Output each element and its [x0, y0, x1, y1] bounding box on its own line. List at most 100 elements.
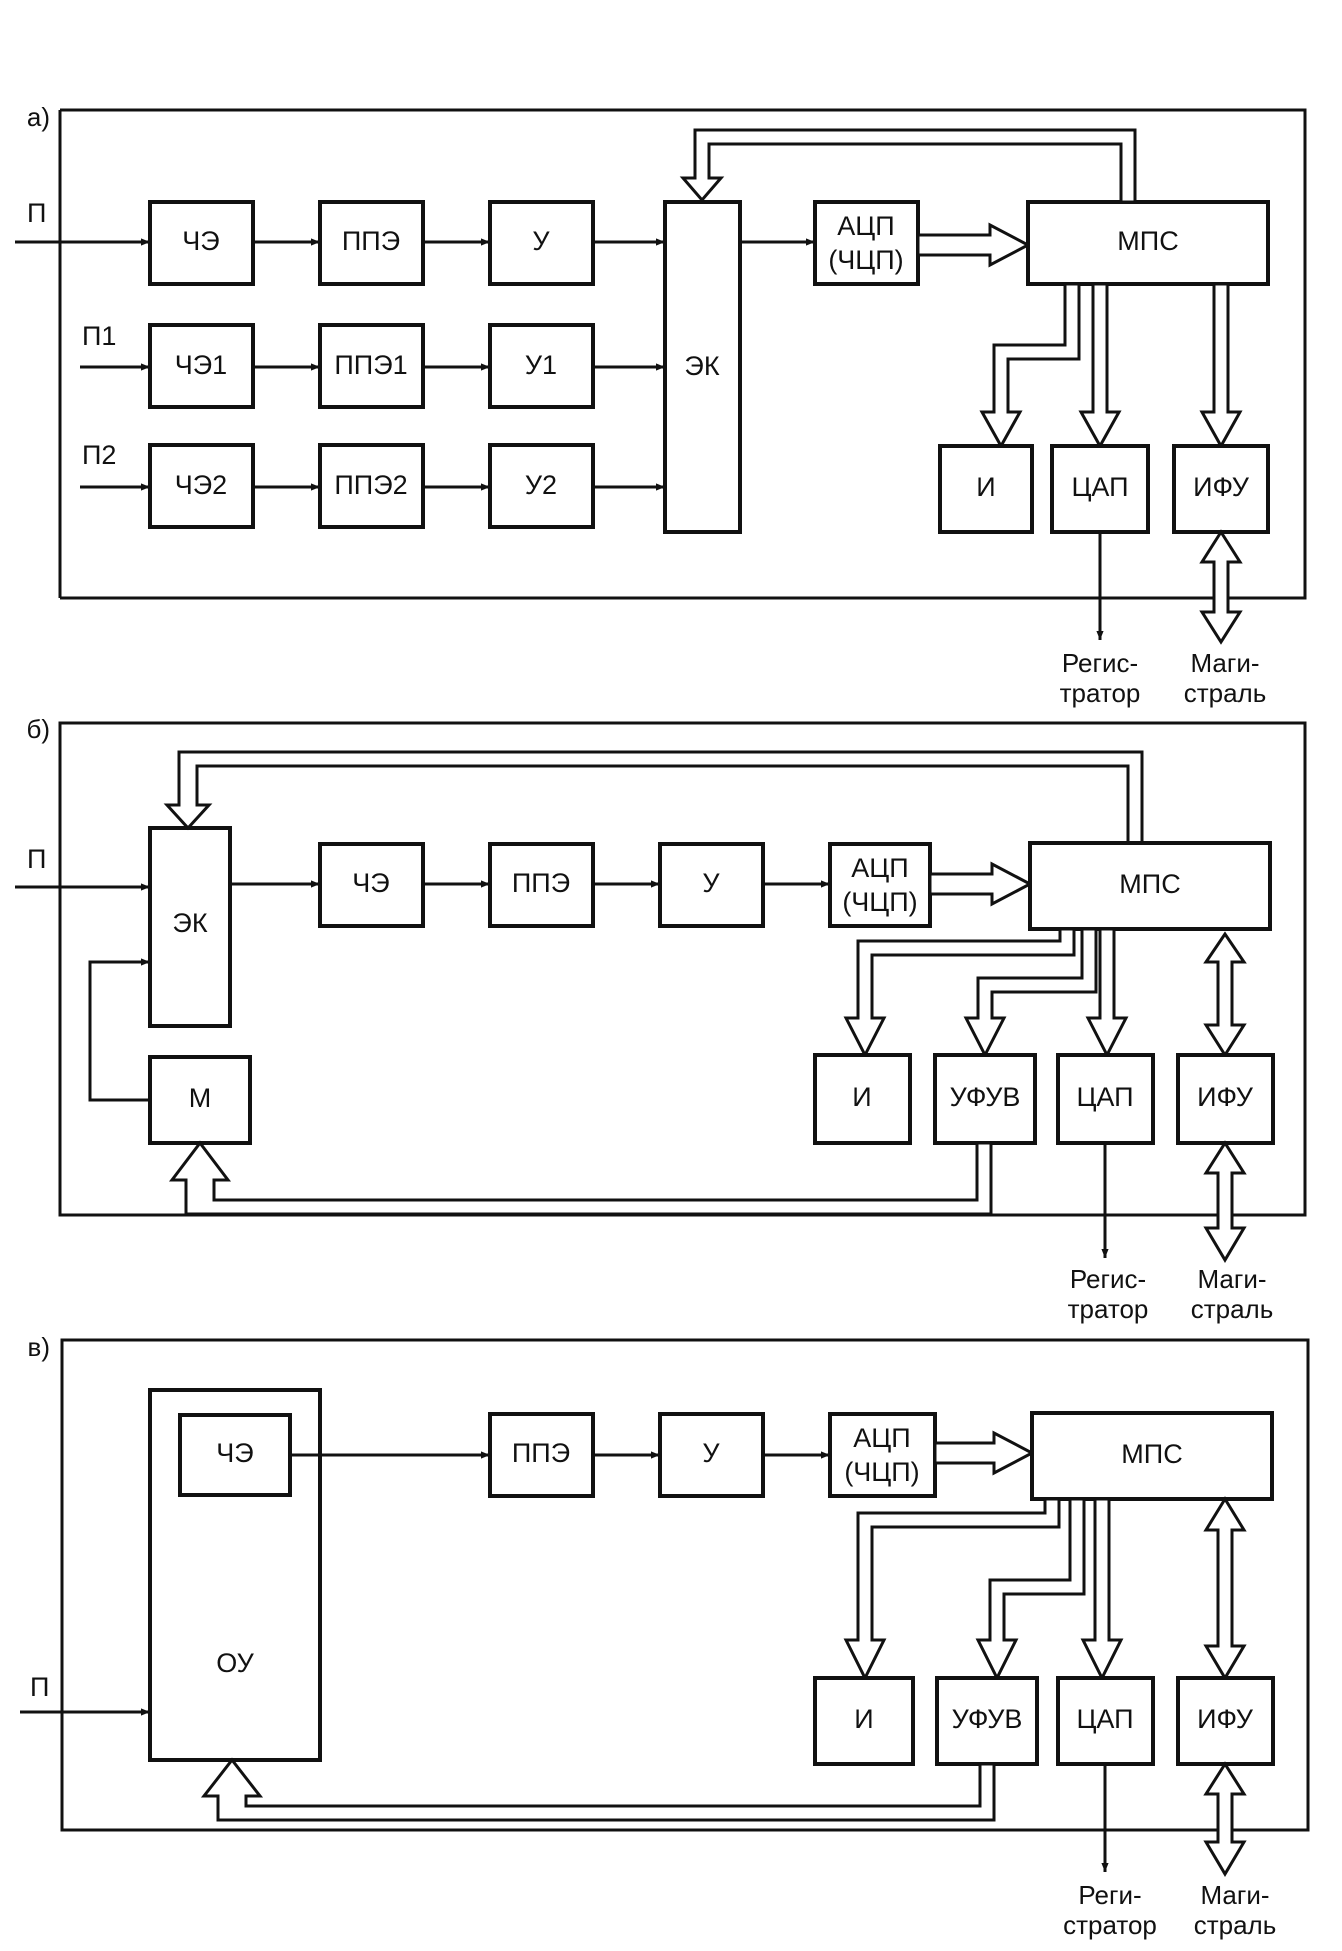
mps-to-dac-bus-arrow [1078, 282, 1122, 450]
sensing-element-label-b: ЧЭ [352, 868, 389, 898]
commutator-label-b: ЭК [172, 908, 207, 938]
mps-to-dac-bus-arrow-c [1080, 1497, 1124, 1682]
panel-c: в) ОУ ЧЭ П ППЭ У АЦП (ЧЦП) МПС И [20, 1332, 1310, 1940]
indicator-label: И [976, 472, 995, 502]
amplifier-1-box [488, 323, 595, 409]
control-unit-label-b: УФУВ [950, 1082, 1021, 1112]
amplifier-label-c: У [702, 1438, 720, 1468]
bus-caption-b-2: страль [1191, 1294, 1274, 1324]
adc-label-c: АЦП [853, 1423, 910, 1453]
recorder-caption-c-2: стратор [1063, 1910, 1157, 1940]
dac-label-b: ЦАП [1076, 1082, 1133, 1112]
commutator-label: ЭК [684, 351, 719, 381]
amplifier-label-b: У [702, 868, 720, 898]
interface-box-c [1176, 1676, 1275, 1766]
commutator-box-b [148, 826, 232, 1028]
sensing-element-label-c: ЧЭ [216, 1438, 253, 1468]
dac-box-b [1056, 1053, 1155, 1145]
bus-caption: Маги- [1190, 648, 1259, 678]
amplifier-2-box [488, 443, 595, 529]
adc-sublabel-b: (ЧЦП) [842, 887, 917, 917]
microprocessor-label-b: МПС [1119, 869, 1180, 899]
interface-box [1172, 444, 1270, 534]
recorder-caption-2: тратор [1060, 678, 1141, 708]
mps-to-commutator-bus-arrow-b [163, 750, 1144, 845]
recorder-caption-b: Регис- [1070, 1264, 1146, 1294]
control-unit-to-modulator-bus-arrow [168, 1140, 993, 1216]
amplifier-box-b [658, 842, 765, 928]
microprocessor-box [1026, 200, 1270, 286]
primary-converter-label: ППЭ [342, 226, 400, 256]
mps-to-control-unit-bus-arrow-b [963, 927, 1098, 1059]
sensing-element-2-box [148, 443, 255, 529]
input-p1-label: П1 [82, 321, 116, 351]
mps-to-dac-bus-arrow-b [1085, 927, 1129, 1059]
dac-box-c [1056, 1676, 1155, 1766]
recorder-caption-c: Реги- [1078, 1880, 1141, 1910]
amplifier-box [488, 200, 595, 286]
adc-sublabel-c: (ЧЦП) [844, 1457, 919, 1487]
input-p-label-b: П [27, 844, 46, 874]
adc-to-mps-bus-arrow-b [928, 861, 1034, 907]
recorder-caption-b-2: тратор [1068, 1294, 1149, 1324]
primary-converter-1-box [318, 323, 425, 409]
microprocessor-label-c: МПС [1121, 1439, 1182, 1469]
adc-sublabel: (ЧЦП) [828, 245, 903, 275]
panel-b-tag: б) [26, 714, 50, 744]
control-unit-label-c: УФУВ [952, 1704, 1023, 1734]
primary-converter-box-c [488, 1412, 595, 1498]
object-label: ОУ [216, 1648, 254, 1678]
input-p-label-c: П [30, 1672, 49, 1702]
adc-to-mps-bus-arrow [916, 222, 1032, 268]
adc-box-c [828, 1412, 937, 1498]
bus-caption-c: Маги- [1200, 1880, 1269, 1910]
interface-bus-bidirectional-arrow-c [1203, 1761, 1247, 1877]
input-p2-label: П2 [82, 440, 116, 470]
primary-converter-1-label: ППЭ1 [334, 350, 407, 380]
indicator-box-c [813, 1676, 915, 1766]
bus-caption-2: страль [1184, 678, 1267, 708]
mps-to-commutator-bus-arrow [679, 128, 1137, 204]
control-unit-to-object-bus-arrow [200, 1757, 996, 1822]
adc-label: АЦП [837, 211, 894, 241]
microprocessor-box-c [1030, 1411, 1274, 1501]
indicator-label-c: И [854, 1704, 873, 1734]
interface-label: ИФУ [1193, 472, 1250, 502]
adc-label-b: АЦП [851, 853, 908, 883]
primary-converter-label-b: ППЭ [512, 868, 570, 898]
indicator-box-b [813, 1053, 912, 1145]
dac-box [1050, 444, 1150, 534]
amplifier-2-label: У2 [525, 470, 557, 500]
primary-converter-2-label: ППЭ2 [334, 470, 407, 500]
modulator-label: М [189, 1083, 212, 1113]
panel-a: а) П П1 П2 ЧЭ ППЭ У ЧЭ1 ППЭ1 У1 ЧЭ2 [15, 102, 1307, 708]
mps-to-indicator-bus-arrow-b [843, 927, 1076, 1059]
mps-to-interface-bus-arrow [1199, 282, 1243, 450]
adc-box [813, 200, 920, 286]
panel-a-frame [60, 108, 1307, 600]
panel-c-tag: в) [28, 1332, 50, 1362]
commutator-box [663, 200, 742, 534]
panel-c-frame [60, 1338, 1310, 1832]
sensing-element-1-label: ЧЭ1 [175, 350, 227, 380]
recorder-caption: Регис- [1062, 648, 1138, 678]
amplifier-1-label: У1 [525, 350, 557, 380]
amplifier-label: У [532, 226, 550, 256]
interface-label-b: ИФУ [1197, 1082, 1254, 1112]
primary-converter-box-b [488, 842, 595, 928]
bus-caption-b: Маги- [1197, 1264, 1266, 1294]
mps-interface-bidirectional-arrow-b [1203, 931, 1247, 1058]
sensing-element-2-label: ЧЭ2 [175, 470, 227, 500]
dac-label: ЦАП [1071, 472, 1128, 502]
sensing-element-label: ЧЭ [182, 226, 219, 256]
dac-label-c: ЦАП [1076, 1704, 1133, 1734]
bus-caption-c-2: страль [1194, 1910, 1277, 1940]
mps-to-indicator-bus-arrow [979, 282, 1081, 450]
panel-b: б) П ЭК М ЧЭ ППЭ У АЦП (ЧЦП) МПС [15, 714, 1307, 1324]
adc-to-mps-bus-arrow-c [933, 1430, 1036, 1476]
mps-to-indicator-bus-arrow-c [843, 1497, 1061, 1682]
panel-b-frame [58, 721, 1307, 1217]
interface-bus-bidirectional-arrow [1199, 529, 1243, 645]
control-unit-box-b [933, 1053, 1037, 1145]
